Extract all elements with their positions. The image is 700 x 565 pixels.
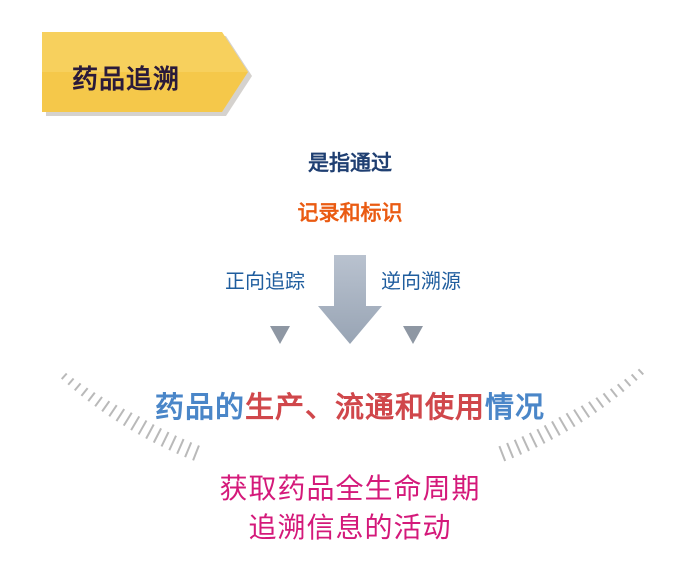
arc-tick <box>609 388 618 398</box>
arc-tick <box>80 387 89 397</box>
forward-trace-label: 正向追踪 <box>225 269 305 293</box>
arc-tick <box>94 396 103 407</box>
arc-tick <box>565 412 576 428</box>
arc-tick <box>536 428 546 444</box>
arc-tick <box>130 415 141 431</box>
arc-tick <box>588 401 598 414</box>
arc-tick <box>558 416 569 432</box>
arc-tick <box>115 408 126 422</box>
means-text: 记录和标识 <box>297 201 403 225</box>
arc-tick <box>637 368 644 376</box>
arc-tick <box>506 442 515 459</box>
small-triangle-icon <box>270 326 290 344</box>
down-arrow-icon <box>318 255 382 344</box>
arc-tick <box>595 397 605 409</box>
arc-tick <box>543 424 554 440</box>
arc-tick <box>602 392 612 403</box>
arc-tick <box>87 391 96 402</box>
arc-tick <box>73 382 82 392</box>
arc-tick <box>184 441 193 458</box>
arc-tick <box>192 445 200 461</box>
arc-tick <box>528 432 538 448</box>
banner-shape <box>42 32 252 116</box>
intro-text: 是指通过 <box>308 151 392 175</box>
arc-tick <box>60 372 68 380</box>
arc-tick <box>521 436 530 452</box>
arc-tick <box>137 420 148 435</box>
title-banner <box>0 28 260 124</box>
arc-tick <box>101 400 111 412</box>
arc-tick <box>122 412 133 427</box>
arc-tick <box>573 409 583 423</box>
arc-tick <box>67 377 75 386</box>
reverse-trace-label: 逆向溯源 <box>381 269 461 293</box>
arc-tick <box>551 420 561 436</box>
outcome-line-2: 追溯信息的活动 <box>248 511 452 544</box>
arc-tick <box>630 373 638 381</box>
arc-tick <box>152 427 162 444</box>
subject-part-2: 生产、流通和使用 <box>244 390 485 424</box>
arc-tick <box>498 445 507 462</box>
subject-line: 药品的生产、流通和使用情况 <box>0 384 700 426</box>
outcome-line-1: 获取药品全生命周期 <box>219 472 481 505</box>
arc-tick <box>580 405 591 418</box>
arc-tick <box>623 378 632 387</box>
arc-tick <box>168 435 177 451</box>
dotted-arc <box>60 368 644 462</box>
arc-tick <box>108 404 118 417</box>
arc-tick <box>145 424 155 440</box>
arc-tick <box>176 438 185 455</box>
arc-tick <box>160 431 170 447</box>
subject-part-1: 药品的 <box>154 390 245 424</box>
arc-tick <box>616 383 625 393</box>
page-title: 药品追溯 <box>72 65 181 95</box>
small-triangle-icon <box>403 326 423 344</box>
subject-part-3: 情况 <box>485 390 546 424</box>
arc-tick <box>513 439 523 455</box>
